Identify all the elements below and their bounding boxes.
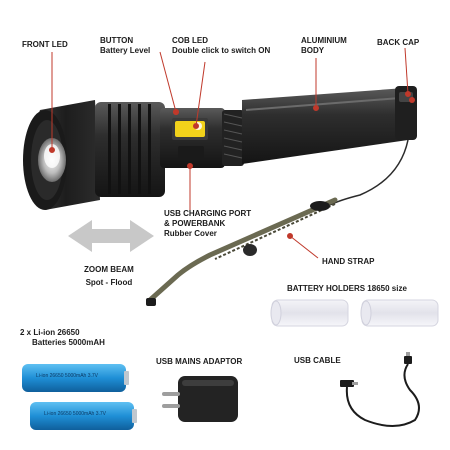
usb-cable xyxy=(340,352,420,427)
label-button: BUTTON Battery Level xyxy=(100,36,151,55)
battery-1-text: Li-ion 26650 5000mAh 3.7V xyxy=(36,373,98,379)
label-zoom-beam: ZOOM BEAM Spot - Flood xyxy=(84,265,134,287)
label-battery-holders: BATTERY HOLDERS 18650 size xyxy=(287,284,407,293)
battery-holders xyxy=(270,299,439,327)
batteries xyxy=(22,364,137,430)
label-aluminium-body: ALUMINIUM BODY xyxy=(301,36,347,55)
aluminium-body xyxy=(242,86,417,164)
flashlight-mid xyxy=(160,108,244,168)
label-hand-strap: HAND STRAP xyxy=(322,257,375,266)
front-led-lens xyxy=(38,138,66,182)
label-front-led: FRONT LED xyxy=(22,40,68,49)
flashlight-head xyxy=(23,100,165,210)
label-usb-charging-port: USB CHARGING PORT & POWERBANK Rubber Cov… xyxy=(164,209,252,238)
hand-strap xyxy=(146,139,409,306)
battery-2-text: Li-ion 26650 5000mAh 3.7V xyxy=(44,411,106,417)
usb-rubber-cover xyxy=(178,146,204,158)
label-back-cap: BACK CAP xyxy=(377,38,420,47)
callout-lines xyxy=(49,47,411,259)
label-usb-cable: USB CABLE xyxy=(294,356,341,365)
label-cob-led: COB LED Double click to switch ON xyxy=(172,36,271,55)
label-usb-mains-adaptor: USB MAINS ADAPTOR xyxy=(156,357,243,366)
usb-mains-adaptor xyxy=(162,376,238,422)
label-batteries: 2 x Li-ion 26650 Batteries 5000mAH xyxy=(20,328,105,347)
zoom-beam-arrow-icon xyxy=(68,220,154,252)
